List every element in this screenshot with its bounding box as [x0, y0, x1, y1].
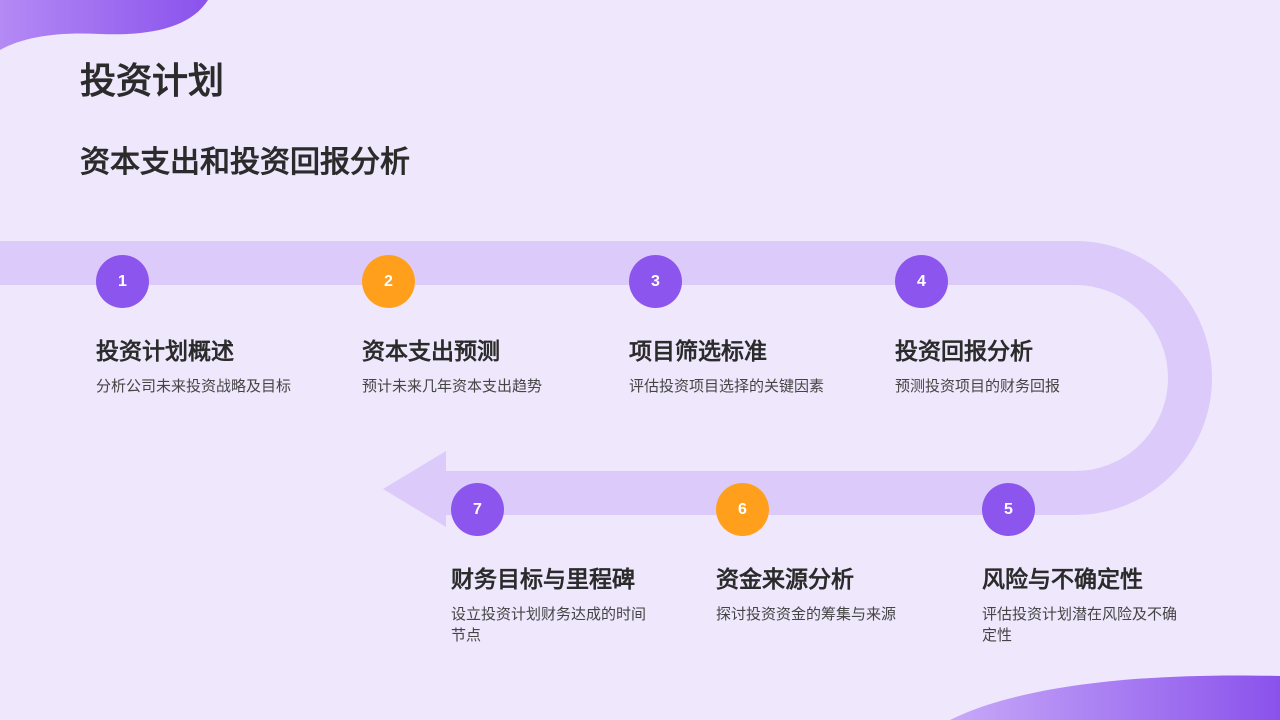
step-title: 财务目标与里程碑 [451, 567, 635, 593]
process-track [0, 241, 1212, 515]
step-description: 设立投资计划财务达成的时间节点 [451, 605, 647, 644]
step-number-badge: 3 [629, 255, 682, 308]
step-title: 投资回报分析 [895, 339, 1033, 365]
corner-blob-bottom-right [950, 675, 1280, 720]
step-number-badge: 1 [96, 255, 149, 308]
page-title: 投资计划 [80, 61, 225, 102]
step-title: 资金来源分析 [716, 567, 854, 593]
corner-blob-top-left [0, 0, 208, 50]
step-description: 分析公司未来投资战略及目标 [96, 377, 292, 395]
step-description: 评估投资计划潜在风险及不确定性 [982, 605, 1178, 644]
step-description: 评估投资项目选择的关键因素 [629, 377, 825, 395]
step-5: 5 风险与不确定性 评估投资计划潜在风险及不确定性 [982, 483, 1192, 646]
step-title: 投资计划概述 [96, 339, 234, 365]
step-number-badge: 5 [982, 483, 1035, 536]
step-title: 项目筛选标准 [629, 339, 767, 365]
step-7: 7 财务目标与里程碑 设立投资计划财务达成的时间节点 [451, 483, 661, 646]
step-description: 预测投资项目的财务回报 [895, 377, 1061, 395]
step-1: 1 投资计划概述 分析公司未来投资战略及目标 [96, 255, 306, 397]
step-title: 风险与不确定性 [982, 567, 1143, 593]
step-description: 探讨投资资金的筹集与来源 [716, 605, 897, 623]
step-number-badge: 4 [895, 255, 948, 308]
step-description: 预计未来几年资本支出趋势 [362, 377, 543, 395]
track-arrowhead [383, 451, 446, 527]
step-number-badge: 6 [716, 483, 769, 536]
step-3: 3 项目筛选标准 评估投资项目选择的关键因素 [629, 255, 839, 397]
step-6: 6 资金来源分析 探讨投资资金的筹集与来源 [716, 483, 926, 625]
step-4: 4 投资回报分析 预测投资项目的财务回报 [895, 255, 1105, 397]
step-number-badge: 7 [451, 483, 504, 536]
step-2: 2 资本支出预测 预计未来几年资本支出趋势 [362, 255, 572, 397]
step-title: 资本支出预测 [362, 339, 500, 365]
page-subtitle: 资本支出和投资回报分析 [80, 145, 410, 180]
step-number-badge: 2 [362, 255, 415, 308]
